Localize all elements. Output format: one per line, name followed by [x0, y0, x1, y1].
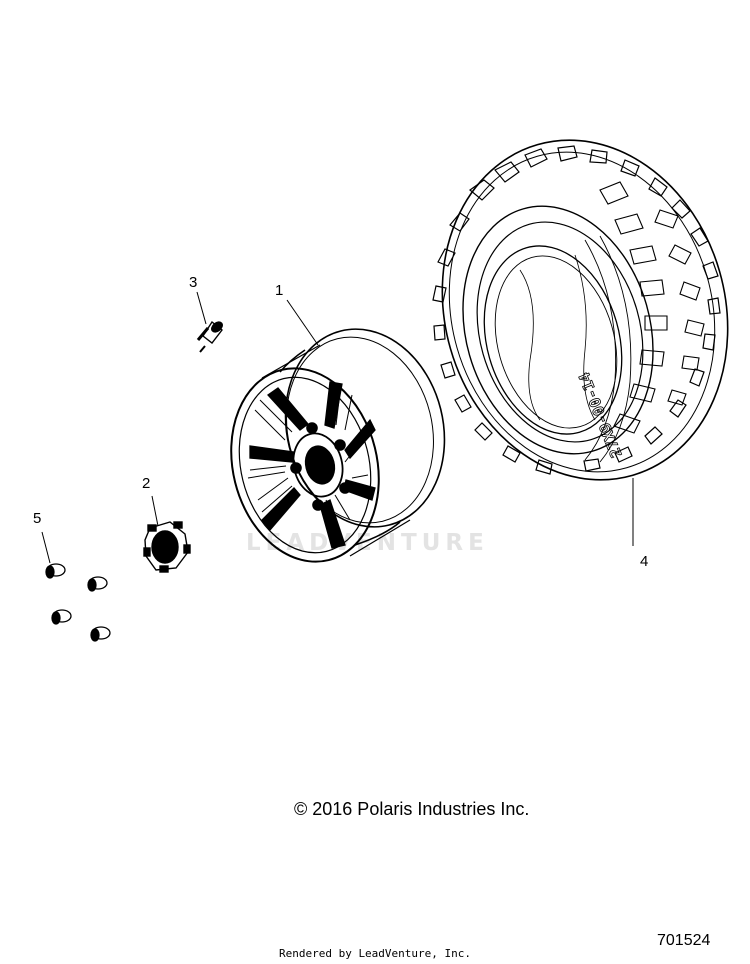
- rendered-by-text: Rendered by LeadVenture, Inc.: [278, 947, 472, 960]
- wheel-spoke-details: [247, 391, 369, 531]
- callout-3[interactable]: 3: [189, 274, 198, 291]
- leader-line-3: [196, 291, 207, 325]
- diagram-number: 701524: [657, 932, 711, 949]
- lug-nut-1: [45, 563, 66, 579]
- leader-line-1: [286, 299, 319, 346]
- leader-line-2: [151, 495, 159, 527]
- lug-nut-2: [87, 576, 108, 592]
- tire-sidewall-text: 27X9-00-14: [575, 370, 626, 460]
- callout-5[interactable]: 5: [33, 510, 42, 527]
- leader-lines: [41, 291, 634, 564]
- callout-1[interactable]: 1: [275, 282, 284, 299]
- tire-chevron-tread: [599, 181, 705, 434]
- wheel-drawing[interactable]: [211, 312, 464, 577]
- wheel-spokes: [249, 381, 376, 549]
- lug-nut-3: [51, 609, 72, 625]
- lug-nut-drawing[interactable]: [45, 563, 111, 642]
- callout-2[interactable]: 2: [142, 475, 151, 492]
- tire-drawing[interactable]: [403, 106, 750, 514]
- lug-nut-4: [90, 626, 111, 642]
- copyright-text: © 2016 Polaris Industries Inc.: [294, 799, 530, 819]
- center-cap-drawing[interactable]: [143, 521, 191, 573]
- leader-line-5: [41, 531, 51, 564]
- valve-stem-drawing[interactable]: [196, 320, 224, 353]
- watermark: LEADVENTURE: [246, 530, 489, 556]
- tire-tread-lugs: [432, 145, 721, 475]
- callout-4[interactable]: 4: [640, 553, 649, 570]
